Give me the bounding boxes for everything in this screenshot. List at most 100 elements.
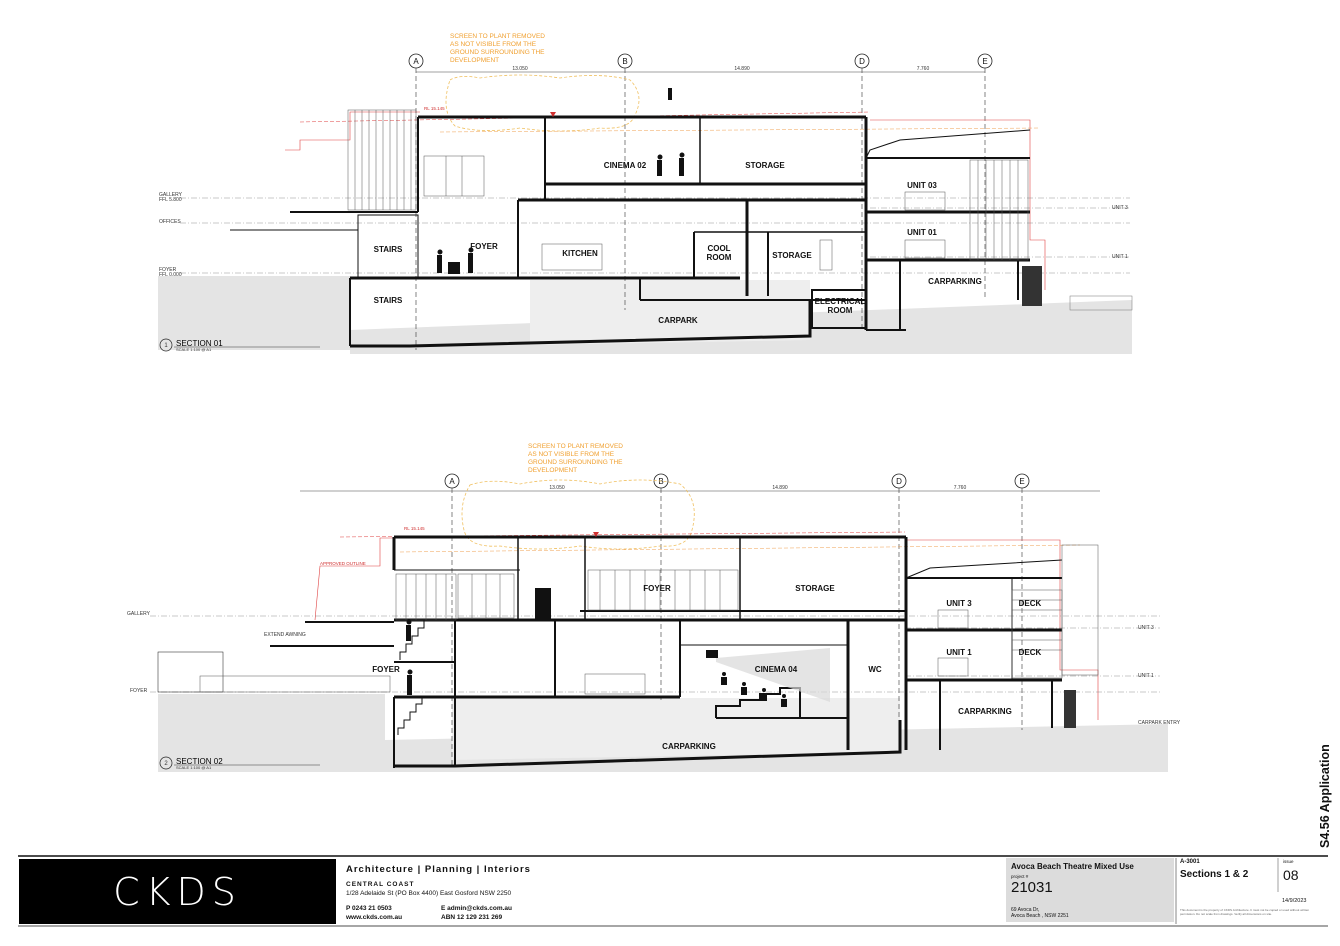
level-label: UNIT 3 — [1112, 205, 1128, 211]
grid-label-d: D — [859, 57, 865, 66]
rl-label: RL 15.145 — [424, 106, 445, 111]
section-02-drawing: A B D E 13.050 14.890 7.760 SCREEN TO PL… — [127, 443, 1181, 772]
height-plane — [399, 544, 1081, 553]
room-label: UNIT 01 — [907, 228, 937, 237]
room-label: ROOM — [707, 253, 732, 262]
level-label: OFFICES — [159, 219, 181, 225]
room-label: STAIRS — [374, 296, 403, 305]
room-label: FOYER — [372, 665, 400, 674]
dark-panel — [706, 650, 718, 658]
office-phone: P 0243 21 0503 — [346, 905, 392, 912]
room-label: FOYER — [470, 242, 498, 251]
rl-marker — [550, 112, 556, 117]
dark-panel — [1064, 690, 1076, 728]
room-label: STORAGE — [795, 584, 835, 593]
section-number: 1 — [164, 343, 168, 349]
plant-screen-outline — [445, 74, 640, 132]
grid-label-d: D — [896, 477, 902, 486]
ground-mass — [158, 694, 385, 772]
dark-panel — [1022, 266, 1042, 306]
section-title: SECTION 02 — [176, 757, 223, 766]
dimension-text: 13.050 — [549, 485, 565, 491]
dimension-text: 14.890 — [734, 66, 750, 72]
level-lines — [180, 197, 1130, 274]
room-label: CARPARKING — [958, 707, 1012, 716]
grid-bubbles — [408, 53, 993, 69]
drawing-title: Sections 1 & 2 — [1180, 869, 1249, 880]
plant-screen-note: AS NOT VISIBLE FROM THE — [450, 41, 537, 48]
room-label: DECK — [1019, 599, 1042, 608]
height-plane — [339, 531, 906, 538]
issue-label: issue — [1283, 859, 1294, 864]
grid-label-b: B — [622, 57, 627, 66]
dimension-text: 7.760 — [917, 66, 930, 72]
room-label: WC — [868, 665, 882, 674]
dimension-text: 13.050 — [512, 66, 528, 72]
office-email: E admin@ckds.com.au — [441, 905, 512, 912]
level-label: CARPARK ENTRY — [1138, 720, 1181, 726]
grid-label-a: A — [413, 57, 419, 66]
room-label: CARPARKING — [928, 277, 982, 286]
approved-outline — [285, 111, 420, 151]
glazing — [347, 109, 1029, 271]
room-label: STORAGE — [772, 251, 812, 260]
office-website: www.ckds.com.au — [346, 914, 403, 921]
office-abn: ABN 12 129 231 269 — [441, 914, 503, 921]
dimension-text: 7.760 — [954, 485, 967, 491]
room-label: ELECTRICAL — [815, 297, 866, 306]
room-label: CINEMA 02 — [604, 161, 647, 170]
level-label: FFL 5.800 — [159, 197, 182, 203]
section-number-bubble — [159, 338, 173, 352]
project-address-line1: 69 Avoca Dr, — [1011, 907, 1040, 913]
carpark-mass — [452, 698, 900, 760]
grid-label-e: E — [982, 57, 987, 66]
level-label: UNIT 1 — [1112, 254, 1128, 260]
people-figures — [406, 619, 787, 707]
drawing-number: A-3001 — [1180, 859, 1200, 865]
application-label: S4.56 Application — [1318, 744, 1332, 848]
room-label: DECK — [1019, 648, 1042, 657]
building-structure — [230, 115, 1031, 348]
room-label: UNIT 1 — [946, 648, 972, 657]
section-01-drawing: A B D E 13.050 14.890 7.760 SCREEN TO PL… — [158, 33, 1133, 354]
level-label: FOYER — [159, 267, 177, 273]
room-label: UNIT 03 — [907, 181, 937, 190]
disclaimer-text: This document is the property of CKDS Ar… — [1180, 908, 1310, 916]
rl-marker — [593, 532, 599, 537]
section-scale: SCALE 1:100 @ A1 — [176, 347, 212, 352]
carpark-mass — [530, 280, 810, 345]
section-scale: SCALE 1:100 @ A1 — [176, 765, 212, 770]
office-address: 1/28 Adelaide St (PO Box 4400) East Gosf… — [346, 890, 512, 897]
section-title: SECTION 01 — [176, 339, 223, 348]
grid-bubbles — [444, 473, 1030, 489]
plant-screen-note: DEVELOPMENT — [528, 467, 577, 474]
stair-flight — [397, 620, 425, 735]
level-label: GALLERY — [127, 611, 151, 617]
plant-screen-note: GROUND SURROUNDING THE — [450, 49, 545, 56]
level-label: APPROVED OUTLINE — [320, 561, 366, 566]
rl-label: RL 15.145 — [404, 526, 425, 531]
parapet-block — [1069, 295, 1133, 311]
dark-panel — [535, 588, 551, 620]
company-logo: CKDS — [19, 859, 336, 924]
glazing — [199, 544, 1099, 695]
project-address-line2: Avoca Beach , NSW 2251 — [1011, 913, 1069, 919]
plant-screen-note: DEVELOPMENT — [450, 57, 499, 64]
people-figures — [437, 152, 685, 274]
dimension-text: 14.890 — [772, 485, 788, 491]
projection-beam — [716, 648, 830, 702]
plant-screen-note: SCREEN TO PLANT REMOVED — [450, 33, 545, 40]
grid-label-a: A — [449, 477, 455, 486]
approved-outline — [905, 539, 1099, 720]
logo-wordmark: CKDS — [113, 869, 242, 914]
building-structure — [157, 535, 1063, 768]
room-label: STORAGE — [745, 161, 785, 170]
plant-screen-note: SCREEN TO PLANT REMOVED — [528, 443, 623, 450]
height-plane — [439, 127, 1041, 133]
application-stamp: S4.56 Application — [1296, 720, 1332, 850]
plant-screen-note: AS NOT VISIBLE FROM THE — [528, 451, 615, 458]
project-panel — [1006, 858, 1174, 922]
room-label: CARPARKING — [662, 742, 716, 751]
level-label: UNIT 3 — [1138, 625, 1154, 631]
room-label: UNIT 3 — [946, 599, 972, 608]
